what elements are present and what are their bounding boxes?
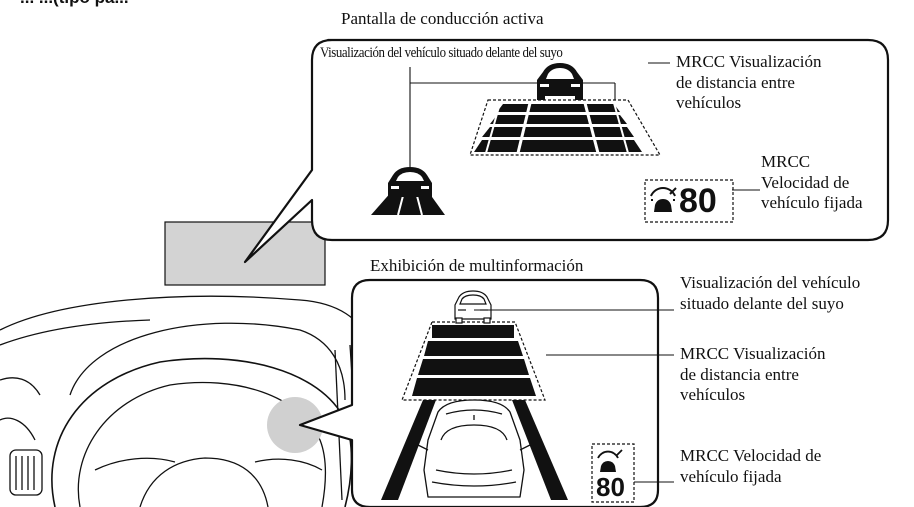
mid-title: Exhibición de multinformación: [370, 256, 584, 275]
mid-distance-label-line: MRCC Visualización: [680, 344, 826, 363]
hud-speed-label: MRCC Velocidad de vehículo fijada: [761, 152, 863, 214]
hud-speed-label-line: Velocidad de: [761, 172, 850, 192]
hud-distance-label-line: vehículos: [676, 93, 742, 113]
mid-distance-label: MRCC Visualización de distancia entre ve…: [680, 344, 826, 406]
mid-leading-vehicle-icon: [454, 290, 492, 324]
hud-own-vehicle-icon: [371, 167, 445, 216]
mid-speed-label-line: vehículo fijada: [680, 466, 782, 486]
mid-set-speed-value: 80: [596, 472, 625, 502]
hud-leading-vehicle-label: Visualización del vehículo situado delan…: [320, 45, 563, 61]
hud-speed-label-line: MRCC: [761, 152, 811, 171]
hud-leading-vehicle-icon: [537, 63, 583, 100]
mid-distance-label-line: vehículos: [680, 385, 746, 405]
mid-own-vehicle-icon: [417, 399, 531, 498]
mid-leading-vehicle-label-line: situado delante del suyo: [680, 293, 844, 313]
hud-distance-display: [469, 99, 662, 156]
hud-projection-area: [164, 221, 326, 286]
hud-distance-label: MRCC Visualización de distancia entre ve…: [676, 52, 822, 114]
hud-set-speed-box: [644, 179, 734, 223]
multi-info-display-highlight: [267, 397, 323, 453]
hud-distance-label-line: de distancia entre: [676, 72, 795, 92]
mid-set-speed-box: [591, 443, 635, 503]
hud-distance-label-line: MRCC Visualización: [676, 52, 822, 71]
mid-leading-vehicle-label-line: Visualización del vehículo: [680, 273, 861, 292]
page-heading-partial: ... ...(tipo pa...: [20, 0, 129, 9]
dashboard-illustration: [0, 295, 369, 507]
mid-distance-label-line: de distancia entre: [680, 364, 799, 384]
hud-speed-label-line: vehículo fijada: [761, 193, 863, 213]
hud-set-speed-value: 80: [679, 182, 717, 220]
hud-title: Pantalla de conducción activa: [341, 9, 544, 28]
mid-speed-label-line: MRCC Velocidad de: [680, 446, 822, 465]
mid-leading-vehicle-label: Visualización del vehículo situado delan…: [680, 273, 860, 314]
mid-lane-lines: [381, 400, 568, 500]
mid-leader-lines: [474, 309, 674, 483]
mid-speed-label: MRCC Velocidad de vehículo fijada: [680, 446, 821, 487]
mid-distance-display: [401, 321, 546, 401]
